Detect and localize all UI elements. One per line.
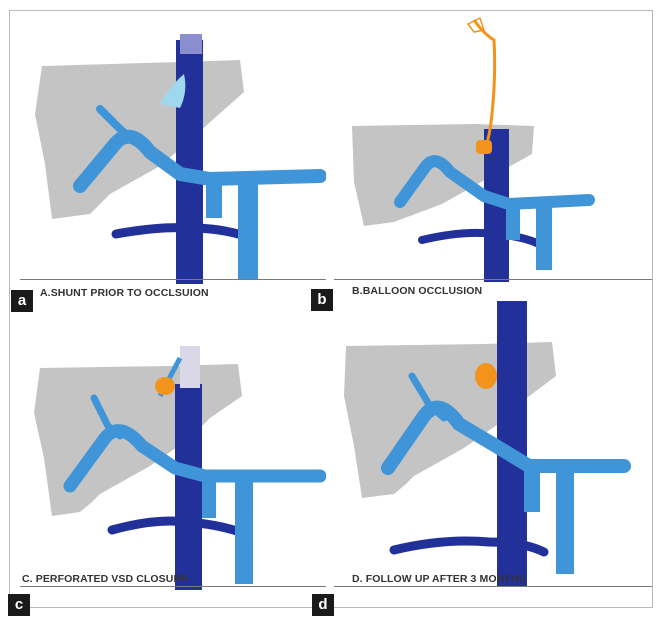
panel-b-baseline [334,279,652,280]
ivc-top [180,34,202,54]
panel-a-letter: a [11,290,33,312]
portal-vein-drop-2 [238,174,258,280]
panel-a [20,14,326,286]
portal-vein-drop-1 [524,462,540,512]
ivc-vessel [175,384,202,590]
portal-vein-drop-2 [556,462,574,574]
panel-b-letter: b [311,289,333,311]
panel-c [20,318,326,590]
panel-a-caption: A.SHUNT PRIOR TO OCCLSUION [40,287,209,299]
portal-vein-drop-1 [202,472,216,518]
ivc-vessel [176,40,203,284]
panel-a-baseline [20,279,326,280]
ivc-top [180,346,200,388]
panel-c-baseline [20,586,326,587]
panel-d-baseline [334,586,652,587]
vascular-plug [155,377,175,395]
balloon [476,140,492,154]
panel-c-letter: c [8,594,30,616]
vascular-plug [475,363,497,389]
panel-c-caption: C. PERFORATED VSD CLOSURE. [22,573,191,585]
panel-d-caption: D. FOLLOW UP AFTER 3 MONTHS [352,573,526,585]
panel-d [334,296,652,590]
panel-d-letter: d [312,594,334,616]
hepatic-vein-lower [422,233,539,244]
portal-vein-drop-1 [206,174,222,218]
panel-b-illustration [334,14,652,286]
panel-c-illustration [20,318,326,590]
panel-a-illustration [20,14,326,286]
portal-vein-drop-2 [235,472,253,584]
panel-d-illustration [334,296,652,590]
portal-vein-drop-2 [536,200,552,270]
panel-b [334,14,652,286]
portal-vein-drop-1 [506,200,520,240]
